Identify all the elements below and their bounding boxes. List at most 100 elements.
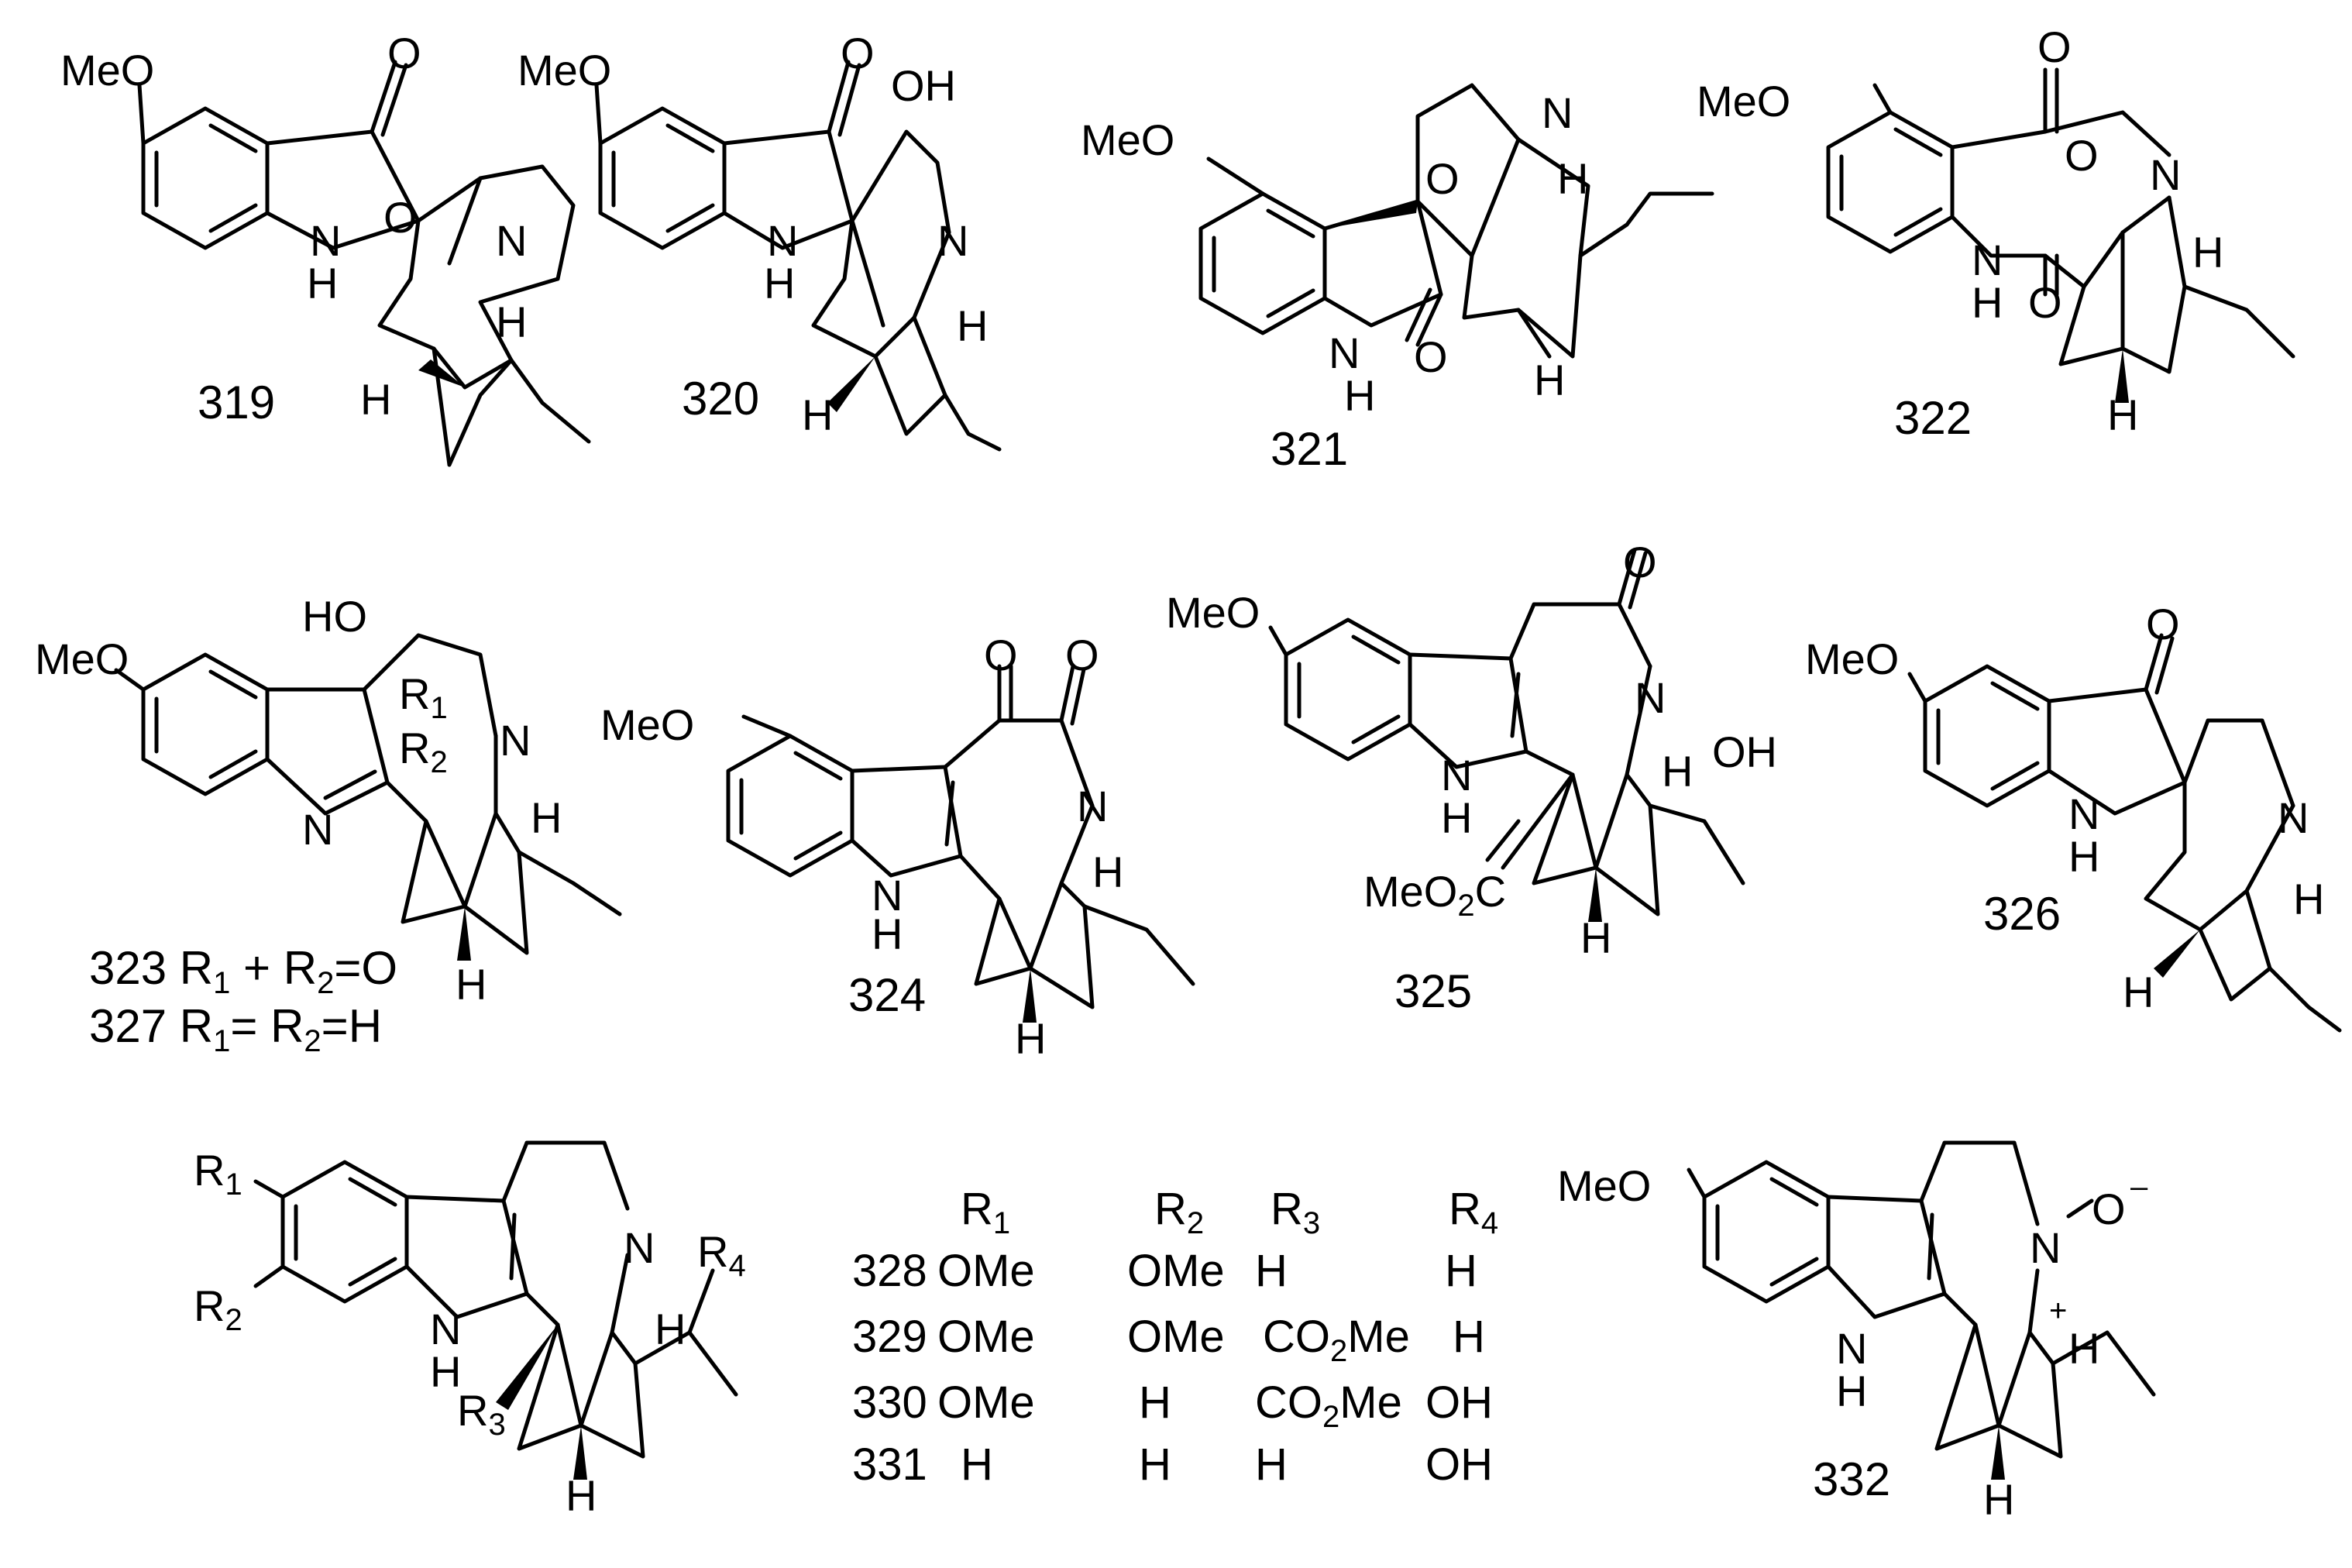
diketone-oxygen-2: O xyxy=(1065,631,1099,679)
row-compound-number: 331 xyxy=(852,1439,927,1490)
compound-number: 322 xyxy=(1894,392,1972,444)
compound-327-caption: 327 R1= R2=H xyxy=(89,1000,382,1058)
amine-nitrogen: N xyxy=(2278,793,2309,842)
ketone-oxygen: O xyxy=(387,29,421,77)
row-compound-number: 330 xyxy=(852,1377,927,1428)
indole-hydrogen: H xyxy=(872,910,903,958)
meo-label: MeO xyxy=(1697,77,1790,126)
compound-321-bonds xyxy=(1198,83,1714,359)
indole-hydrogen: H xyxy=(430,1347,461,1396)
amide-nitrogen: N xyxy=(1077,782,1108,830)
compound-325-bonds xyxy=(1268,548,1745,922)
amide-nitrogen: N xyxy=(2150,150,2181,199)
row-r4-value: H xyxy=(1445,1246,1477,1296)
indole-nitrogen: N xyxy=(767,216,798,265)
indole-nitrogen: N xyxy=(1441,751,1472,799)
row-r3-value: H xyxy=(1255,1439,1288,1490)
table-header: R1 R2 R3 R4 xyxy=(961,1184,1498,1240)
indole-hydrogen: H xyxy=(1836,1367,1867,1415)
compound-number: 324 xyxy=(848,969,926,1021)
indole-hydrogen: H xyxy=(1441,793,1472,842)
row-r3-value: H xyxy=(1255,1246,1288,1296)
compound-320: MeO O OH N H N H H 320 xyxy=(518,29,1002,452)
meo-label: MeO xyxy=(1166,588,1260,637)
stereo-hydrogen-c15: H xyxy=(1534,356,1565,404)
row-r3-value: CO2Me xyxy=(1255,1377,1402,1434)
stereo-hydrogen-c3: H xyxy=(2192,228,2223,277)
row-r1-value: OMe xyxy=(937,1312,1035,1362)
r1-substituent: R1 xyxy=(399,669,448,725)
compound-325: MeO O N OH N H H H MeO2C 325 xyxy=(1166,538,1777,1017)
row-r3-value: CO2Me xyxy=(1263,1312,1410,1368)
hydroxyl-group: HO xyxy=(302,592,367,641)
compound-332-bonds xyxy=(1687,1140,2156,1480)
scaffold-bonds xyxy=(253,1140,738,1480)
ether-oxygen: O xyxy=(383,193,418,242)
stereo-hydrogen-c15: H xyxy=(566,1471,597,1520)
row-r2-value: H xyxy=(1139,1377,1171,1428)
stereo-hydrogen-c3: H xyxy=(496,297,527,346)
n-oxide-oxygen: O xyxy=(2092,1185,2126,1233)
meo-label: MeO xyxy=(600,700,694,749)
header-r3: R3 xyxy=(1271,1184,1320,1240)
stereo-hydrogen-c3: H xyxy=(1662,747,1693,796)
compound-326-bonds xyxy=(1907,633,2342,1033)
stereo-hydrogen-c15: H xyxy=(1580,913,1611,962)
row-r1-value: OMe xyxy=(937,1246,1035,1296)
table-row: 331 H H H OH xyxy=(852,1439,1493,1490)
stereo-hydrogen-c15: H xyxy=(360,375,391,424)
compound-number: 325 xyxy=(1394,965,1472,1017)
indole-nitrogen: N xyxy=(302,805,333,854)
compound-322-bonds xyxy=(1826,67,2295,403)
compound-number: 319 xyxy=(198,377,275,428)
compound-328-331-scaffold: R1 R2 R3 R4 N N H H H xyxy=(194,1140,746,1520)
hydroxyl-group: OH xyxy=(1712,727,1777,776)
indole-nitrogen: N xyxy=(872,871,903,920)
indole-hydrogen: H xyxy=(307,259,338,308)
compound-number: 326 xyxy=(1983,888,2061,940)
compound-number: 320 xyxy=(682,373,759,425)
stereo-hydrogen-c15: H xyxy=(2107,390,2138,439)
indole-nitrogen: N xyxy=(1836,1324,1867,1373)
stereo-hydrogen-c15: H xyxy=(1983,1475,2014,1524)
hydroxyl-group: OH xyxy=(891,61,956,110)
r3-substituent: R3 xyxy=(457,1386,506,1442)
row-r1-value: H xyxy=(961,1439,993,1490)
amine-nitrogen: N xyxy=(1542,88,1573,137)
amine-nitrogen: N xyxy=(496,216,527,265)
compound-320-bonds xyxy=(594,60,1002,452)
substituent-table: R1 R2 R3 R4 328 OMe OMe H H 329 OMe OMe … xyxy=(852,1184,1498,1490)
table-row: 329 OMe OMe CO2Me H xyxy=(852,1312,1485,1368)
row-r2-value: H xyxy=(1139,1439,1171,1490)
compound-321: MeO O N H N H O H 321 xyxy=(1081,83,1714,475)
row-r4-value: H xyxy=(1453,1312,1485,1362)
row-r1-value: OMe xyxy=(937,1377,1035,1428)
row-compound-number: 329 xyxy=(852,1312,927,1362)
meo-label: MeO xyxy=(35,634,129,683)
indole-nitrogen: N xyxy=(430,1305,461,1353)
header-r1: R1 xyxy=(961,1184,1010,1240)
compound-number: 332 xyxy=(1813,1453,1890,1505)
meo-label: MeO xyxy=(1081,115,1174,164)
indole-nitrogen: N xyxy=(2068,789,2099,838)
indole-hydrogen: H xyxy=(1344,371,1375,420)
row-r2-value: OMe xyxy=(1127,1246,1225,1296)
stereo-hydrogen-c3: H xyxy=(655,1305,686,1353)
ketone-oxygen: O xyxy=(2037,22,2072,71)
meo-label: MeO xyxy=(1805,634,1899,683)
stereo-hydrogen-c3: H xyxy=(531,793,562,842)
row-r4-value: OH xyxy=(1425,1377,1493,1428)
row-r4-value: OH xyxy=(1425,1439,1493,1490)
compound-319: MeO O O N H N H H 319 xyxy=(60,29,591,467)
stereo-hydrogen-c15: H xyxy=(456,960,487,1009)
amine-nitrogen: N xyxy=(624,1223,655,1272)
indole-hydrogen: H xyxy=(764,259,795,308)
meo-label: MeO xyxy=(60,46,154,95)
meo-label: MeO xyxy=(518,46,611,95)
compound-322: MeO O O N N H O H H 322 xyxy=(1697,22,2295,444)
ketone-oxygen: O xyxy=(2146,600,2180,648)
amide-nitrogen: N xyxy=(1635,673,1666,722)
compound-326: MeO O N N H H H 326 xyxy=(1805,600,2342,1033)
indole-nitrogen: N xyxy=(1329,328,1360,377)
